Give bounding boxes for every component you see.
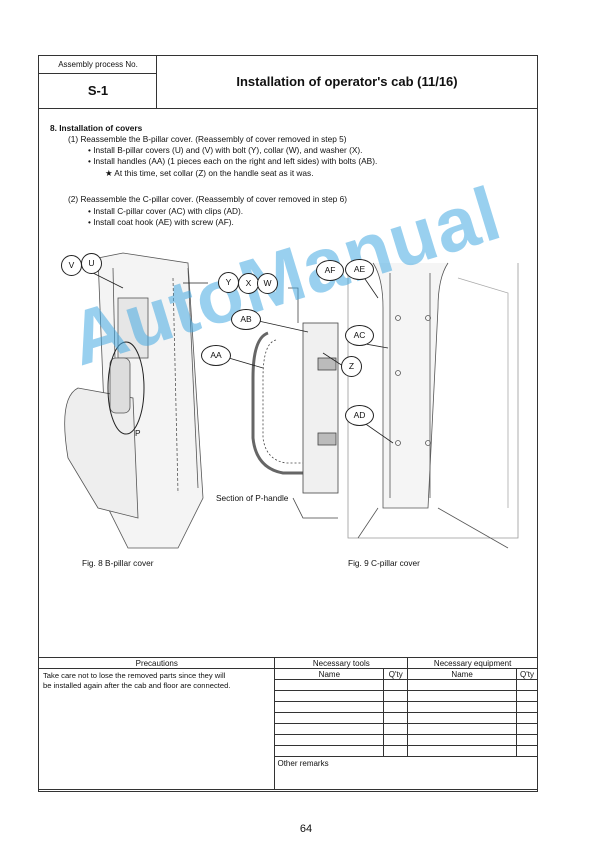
callout-ac: AC	[345, 325, 374, 346]
process-box: Assembly process No. S-1	[39, 56, 157, 108]
other-remarks: Other remarks	[274, 756, 538, 790]
tools-qty-col: Q'ty	[383, 668, 409, 680]
section-heading: 8. Installation of covers	[50, 123, 143, 133]
b-pillar-drawing	[64, 252, 204, 549]
callout-ab: AB	[231, 309, 261, 330]
fig-9-caption: Fig. 9 C-pillar cover	[348, 558, 420, 568]
callout-z: Z	[341, 356, 362, 377]
fig-8-caption: Fig. 8 B-pillar cover	[82, 558, 154, 568]
callout-aa: AA	[201, 345, 231, 366]
p-handle-section	[251, 287, 339, 519]
step-1-note: ★ At this time, set collar (Z) on the ha…	[105, 168, 314, 178]
c-pillar-drawing	[347, 262, 519, 549]
callout-ae: AE	[345, 259, 374, 280]
equipment-name-col: Name	[407, 668, 517, 680]
precautions-cell: Take care not to lose the removed parts …	[37, 668, 276, 790]
step-2-bullet-1: • Install C-pillar cover (AC) with clips…	[88, 206, 244, 216]
callout-w: W	[257, 273, 278, 294]
page-frame: Assembly process No. S-1 Installation of…	[38, 55, 538, 792]
header-divider	[39, 108, 537, 109]
process-label: Assembly process No.	[39, 56, 157, 74]
precautions-header: Precautions	[37, 657, 276, 669]
step-1-line: (1) Reassemble the B-pillar cover. (Reas…	[68, 134, 347, 144]
equipment-header: Necessary equipment	[407, 657, 538, 669]
tools-header: Necessary tools	[274, 657, 409, 669]
page-number: 64	[299, 823, 313, 835]
requirements-table: Precautions Necessary tools Necessary eq…	[37, 657, 539, 790]
table-row	[39, 745, 539, 757]
precautions-text-2: be installed again after the cab and flo…	[43, 681, 231, 690]
equipment-qty-col: Q'ty	[515, 668, 539, 680]
callout-ad: AD	[345, 405, 374, 426]
callout-v: V	[61, 255, 82, 276]
step-1-bullet-1: • Install B-pillar covers (U) and (V) wi…	[88, 145, 363, 155]
step-2-bullet-2: • Install coat hook (AE) with screw (AF)…	[88, 217, 234, 227]
callout-u: U	[81, 253, 102, 274]
step-1-bullet-2: • Install handles (AA) (1 pieces each on…	[88, 156, 378, 166]
section-label: Section of P-handle	[216, 493, 289, 503]
precautions-text-1: Take care not to lose the removed parts …	[43, 671, 226, 680]
callout-af: AF	[316, 260, 344, 281]
page-title: Installation of operator's cab (11/16)	[236, 74, 458, 89]
figure-illustration	[64, 252, 519, 549]
p-label: P	[135, 428, 141, 438]
callout-x: X	[238, 273, 259, 294]
step-2-line: (2) Reassemble the C-pillar cover. (Reas…	[68, 194, 347, 204]
tools-name-col: Name	[274, 668, 385, 680]
callout-y: Y	[218, 272, 239, 293]
process-number: S-1	[87, 83, 109, 98]
